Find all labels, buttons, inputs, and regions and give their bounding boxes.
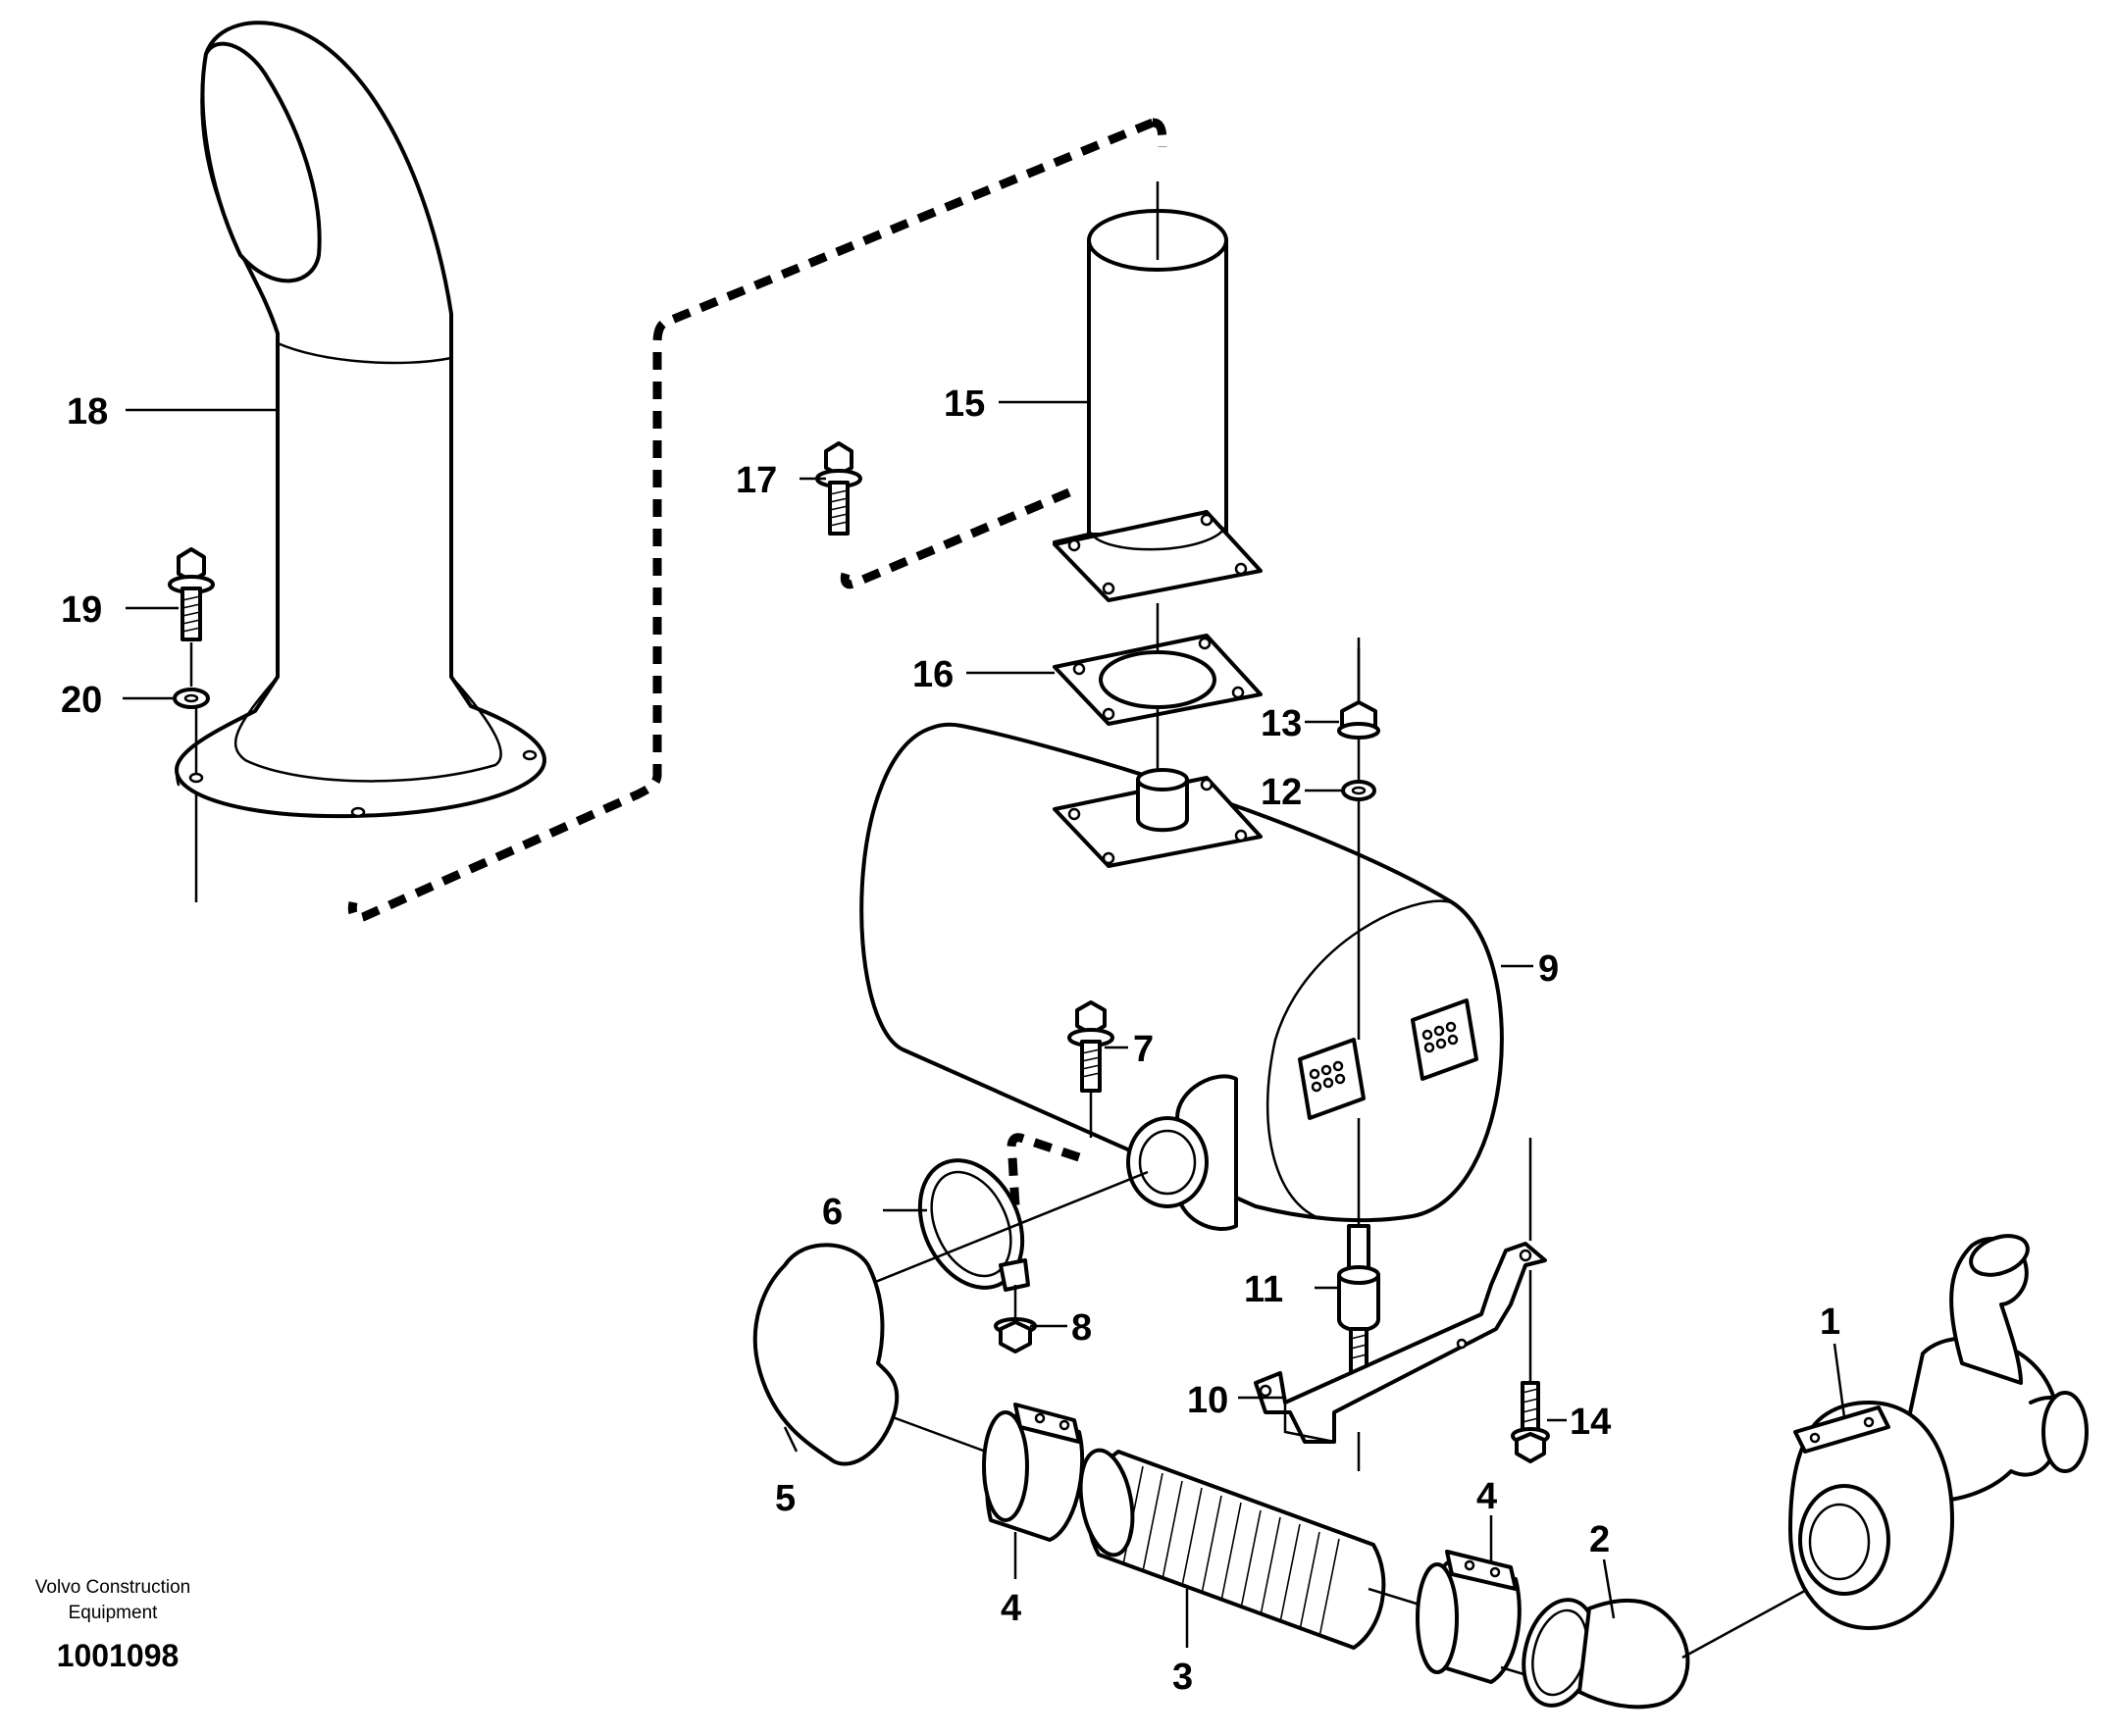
callout-4-left: 4 [1001,1588,1021,1629]
elbow-2 [1522,1558,1845,1710]
exhaust-stack-pipe [175,21,546,902]
manufacturer-name-line1: Volvo Construction [34,1577,191,1598]
bolt-17 [815,441,862,536]
callout-6: 6 [822,1192,843,1233]
washer-20 [173,688,210,709]
callout-15: 15 [944,383,985,425]
band-clamp-4-right [1416,1515,1541,1684]
v-clamp-6 [867,1158,1149,1319]
bolt-7 [1067,1000,1114,1138]
callout-12: 12 [1261,772,1302,813]
callout-17: 17 [736,460,777,501]
band-clamp-4-left [982,1403,1110,1542]
callout-9: 9 [1538,948,1559,990]
callout-10: 10 [1187,1380,1228,1421]
tailpipe-15 [1053,181,1263,602]
callout-4-right: 4 [1476,1476,1497,1517]
callout-7: 7 [1133,1029,1154,1070]
gasket-16 [1053,603,1263,794]
turbocharger-1 [1788,1234,2089,1630]
bracket-pad-holes [1309,1021,1459,1093]
elbow-5 [752,1243,987,1466]
callout-20: 20 [61,680,102,721]
callout-5: 5 [775,1478,796,1519]
callout-19: 19 [61,589,102,631]
bolt-19 [168,547,215,687]
muffler-9 [859,638,1504,1232]
callout-1: 1 [1820,1302,1840,1343]
callout-13: 13 [1261,703,1302,744]
callout-11: 11 [1244,1269,1283,1310]
callout-2: 2 [1589,1519,1610,1560]
washer-12 [1341,780,1376,801]
nut-13 [1337,647,1380,740]
rubber-mount-11 [1337,1118,1380,1375]
drawing-reference-number: 1001098 [56,1638,180,1673]
support-bracket-10 [1254,1138,1547,1471]
callout-16: 16 [912,654,954,695]
callout-3: 3 [1172,1657,1193,1698]
callout-18: 18 [67,391,108,433]
callout-8: 8 [1071,1307,1092,1349]
callout-leaders [123,400,1846,1579]
bolt-14 [1511,1270,1550,1463]
nut-8 [994,1317,1037,1353]
dashed-connection-lines [347,118,1167,1207]
callout-14: 14 [1570,1402,1611,1443]
flex-pipe-3 [1078,1448,1433,1650]
manufacturer-name-line2: Equipment [68,1603,158,1623]
callout-labels: 18 15 17 19 20 16 13 12 9 7 6 11 8 10 14… [61,383,1840,1698]
flex-pipe-corrugation [1122,1465,1340,1638]
